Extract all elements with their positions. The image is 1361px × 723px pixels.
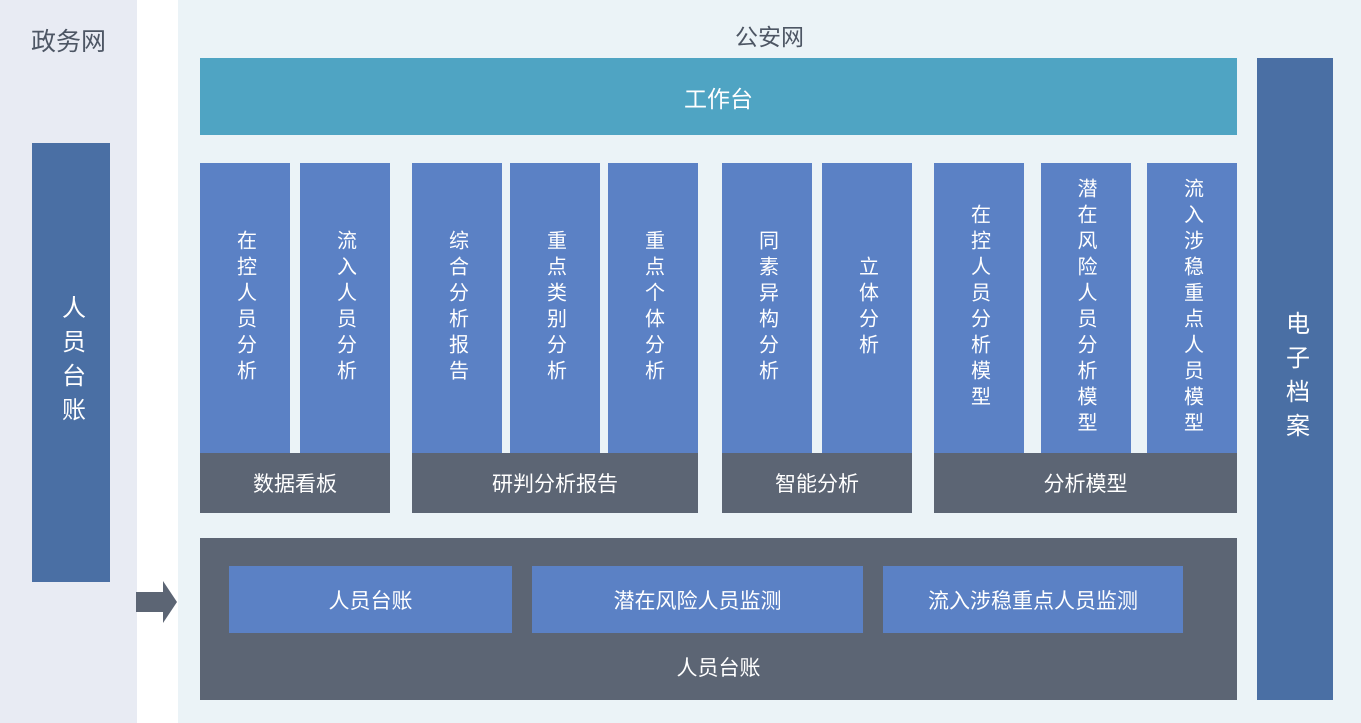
module-label: 在控人员分析模型 [967, 204, 990, 412]
module-label: 综合分析报告 [445, 230, 468, 386]
electronic-archive-label: 电子档案 [1281, 311, 1309, 447]
module-label: 立体分析 [855, 256, 878, 360]
module-block: 潜在风险人员分析模型 [1040, 163, 1131, 453]
group-analysis-models: 在控人员分析模型 潜在风险人员分析模型 流入涉稳重点人员模型 分析模型 [934, 163, 1237, 513]
group-data-dashboard: 在控人员分析 流入人员分析 数据看板 [200, 163, 390, 513]
personnel-ledger-block: 人员台账 [229, 566, 512, 633]
government-network-panel: 政务网 人员台账 [0, 0, 137, 723]
module-block: 流入人员分析 [300, 163, 390, 453]
personnel-ledger-box-label: 人员台账 [676, 656, 761, 680]
potential-risk-monitoring-block: 潜在风险人员监测 [532, 566, 863, 633]
personnel-ledger-side-bar: 人员台账 [32, 143, 110, 582]
right-arrow-icon [136, 581, 177, 623]
group-footer-analysis-report: 研判分析报告 [412, 453, 698, 513]
module-label: 潜在风险人员分析模型 [1074, 178, 1096, 438]
workbench-bar: 工作台 [200, 58, 1237, 135]
electronic-archive-bar: 电子档案 [1257, 58, 1333, 700]
module-block: 立体分析 [822, 163, 912, 453]
module-block: 流入涉稳重点人员模型 [1147, 163, 1237, 453]
module-label: 在控人员分析 [233, 230, 256, 386]
module-groups: 在控人员分析 流入人员分析 数据看板 综合分析报告 重点类别分析 重点个体分析 [200, 163, 1237, 513]
module-block: 同素异构分析 [722, 163, 812, 453]
module-label: 重点类别分析 [543, 230, 566, 386]
module-label: 同素异构分析 [755, 230, 778, 386]
group-footer-data-dashboard: 数据看板 [200, 453, 390, 513]
module-block: 在控人员分析模型 [934, 163, 1024, 453]
group-footer-intelligent-analysis: 智能分析 [722, 453, 912, 513]
workbench-label: 工作台 [684, 85, 753, 112]
inflow-key-person-monitoring-block: 流入涉稳重点人员监测 [883, 566, 1183, 633]
module-block: 在控人员分析 [200, 163, 290, 453]
module-label: 流入人员分析 [333, 230, 356, 386]
personnel-ledger-side-bar-label: 人员台账 [57, 294, 85, 431]
public-security-network-panel: 公安网 工作台 在控人员分析 流入人员分析 数据看板 综合分析报告 重点类别 [178, 0, 1361, 723]
public-security-network-title: 公安网 [735, 24, 804, 50]
personnel-ledger-box: 人员台账 潜在风险人员监测 流入涉稳重点人员监测 人员台账 [200, 538, 1237, 700]
module-block: 重点类别分析 [510, 163, 600, 453]
group-intelligent-analysis: 同素异构分析 立体分析 智能分析 [722, 163, 912, 513]
module-block: 综合分析报告 [412, 163, 502, 453]
module-label: 重点个体分析 [641, 230, 664, 386]
group-footer-analysis-models: 分析模型 [934, 453, 1237, 513]
group-analysis-report: 综合分析报告 重点类别分析 重点个体分析 研判分析报告 [412, 163, 698, 513]
government-network-title: 政务网 [30, 28, 106, 56]
module-block: 重点个体分析 [608, 163, 698, 453]
module-label: 流入涉稳重点人员模型 [1180, 178, 1203, 438]
